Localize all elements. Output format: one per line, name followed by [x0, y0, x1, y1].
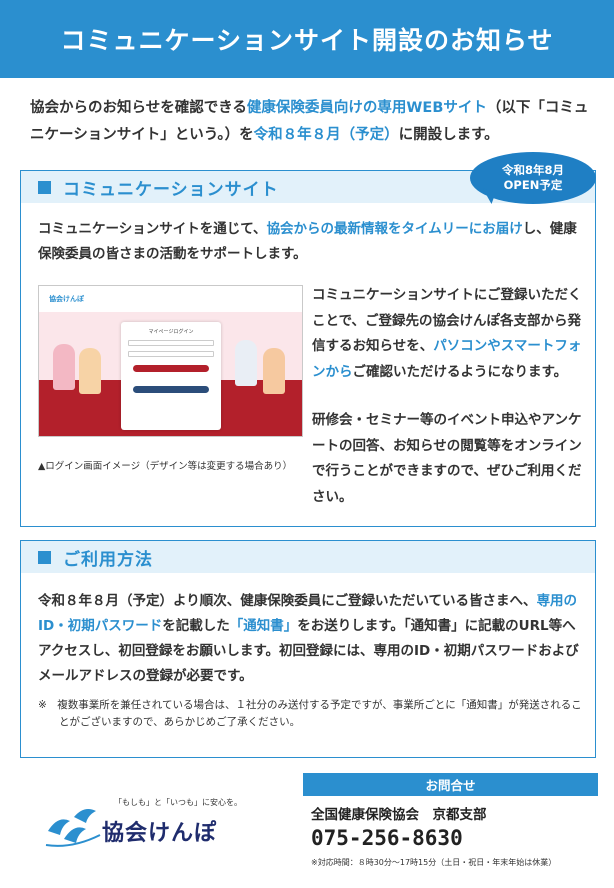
usage-note: ※ 複数事業所を兼任されている場合は、１社分のみ送付する予定ですが、事業所ごとに… [38, 699, 582, 728]
usage-text-3: をお送りします。「通知書」に記載のURL等へアクセスし、初回登録をお願いします。… [38, 618, 579, 684]
desc-text-b: ご確認いただけるようになります。 [352, 363, 568, 380]
usage-highlight-notice: 「通知書」 [229, 618, 298, 634]
contact-organization: 全国健康保険協会 京都支部 [311, 807, 487, 823]
bird-logo-icon [45, 809, 101, 847]
square-bullet-icon [38, 550, 51, 564]
badge-open: OPEN予定 [503, 178, 563, 192]
mock-id-field [128, 340, 214, 346]
section-title: コミュニケーションサイト [63, 179, 279, 200]
kyokai-kenpo-logo: 「もしも」と「いつも」に安心を。 協会けんぽ [44, 797, 244, 857]
nurse-illustration [53, 344, 75, 390]
mock-logo: 協会けんぽ [49, 295, 84, 303]
mock-login-button [133, 365, 209, 372]
intro-text-1: 協会からのお知らせを確認できる [30, 100, 247, 116]
contact-phone[interactable]: 075-256-8630 [311, 826, 463, 850]
mock-password-field [128, 351, 214, 357]
usage-text-2: を記載した [162, 618, 230, 634]
mock-header: 協会けんぽ [39, 286, 302, 312]
mock-card-title: マイページログイン [148, 329, 194, 335]
section-description: コミュニケーションサイトにご登録いただくことで、ご登録先の協会けんぽ各支部から発… [312, 283, 584, 385]
mock-register-button [133, 386, 209, 393]
usage-paragraph: 令和８年８月（予定）より順次、健康保険委員にご登録いただいている皆さまへ、専用の… [38, 589, 583, 689]
lead-text-b: し、健康保険委員の皆さまの活動をサポートします。 [38, 221, 577, 262]
contact-header: お問合せ [303, 773, 598, 796]
contact-hours: ※対応時間：８時30分～17時15分（土日・祝日・年末年始は休業） [311, 858, 557, 867]
login-screen-image: 協会けんぽ マイページログイン [38, 285, 303, 437]
page-header: コミュニケーションサイト開設のお知らせ [0, 0, 614, 78]
section-how-to-use: ご利用方法 令和８年８月（予定）より順次、健康保険委員にご登録いただいている皆さ… [20, 540, 596, 758]
section-description-2: 研修会・セミナー等のイベント申込やアンケートの回答、お知らせの閲覧等をオンライン… [312, 412, 582, 505]
square-bullet-icon [38, 180, 51, 194]
logo-name: 協会けんぽ [102, 821, 218, 846]
intro-paragraph: 協会からのお知らせを確認できる健康保険委員向けの専用WEBサイト（以下「コミュニ… [30, 95, 590, 149]
lead-text-a: コミュニケーションサイトを通じて、 [38, 221, 267, 237]
section-title: ご利用方法 [63, 549, 153, 570]
page-title: コミュニケーションサイト開設のお知らせ [60, 26, 554, 55]
staff-illustration [263, 348, 285, 394]
worker-illustration [79, 348, 101, 394]
logo-tagline: 「もしも」と「いつも」に安心を。 [114, 798, 242, 807]
desc-highlight: パソコンやスマートフォンから [312, 338, 582, 380]
usage-text-1: 令和８年８月（予定）より順次、健康保険委員にご登録いただいている皆さまへ、 [38, 593, 537, 609]
intro-text-2: （以下「コミュニケーションサイト」という。）を [30, 100, 589, 143]
desc-text-a: コミュニケーションサイトにご登録いただくことで、ご登録先の協会けんぽ各支部から発… [312, 287, 582, 354]
section-community-site: コミュニケーションサイト コミュニケーションサイトを通じて、協会からの最新情報を… [20, 170, 596, 527]
intro-highlight-date: 令和８年８月（予定） [253, 127, 399, 143]
open-badge: 令和8年8月 OPEN予定 [470, 152, 596, 204]
intro-text-3: に開設します。 [398, 127, 499, 143]
intro-highlight-website: 健康保険委員向けの専用WEBサイト [246, 100, 487, 116]
mock-login-card: マイページログイン [121, 322, 221, 430]
badge-date: 令和8年8月 [501, 163, 564, 177]
lead-highlight: 協会からの最新情報をタイムリーにお届け [266, 221, 523, 237]
doctor-illustration [235, 340, 257, 386]
section-header: ご利用方法 [21, 541, 595, 573]
image-caption: ▲ログイン画面イメージ（デザイン等は変更する場合あり） [38, 461, 293, 472]
usage-highlight-id: 専用のID・初期パスワード [38, 593, 578, 634]
section-lead: コミュニケーションサイトを通じて、協会からの最新情報をタイムリーにお届けし、健康… [38, 217, 583, 267]
